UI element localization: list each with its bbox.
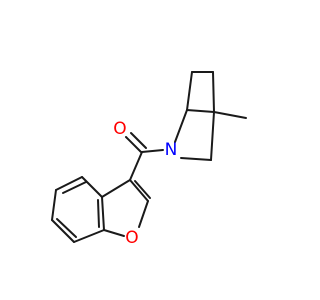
bond — [130, 132, 147, 149]
bond — [210, 111, 215, 161]
bond — [129, 151, 143, 181]
bond — [51, 189, 57, 221]
carbonyl-group — [125, 132, 147, 181]
bond — [186, 109, 215, 113]
bond — [62, 181, 87, 194]
bond — [97, 199, 100, 228]
bond — [134, 180, 151, 199]
bond — [180, 157, 212, 161]
bond — [81, 176, 103, 198]
bond — [141, 149, 164, 153]
bond — [174, 109, 188, 143]
bond — [73, 229, 105, 243]
benzofuran-ring — [51, 176, 151, 243]
bond — [56, 218, 77, 238]
oxygen-atom-label: O — [125, 228, 138, 248]
oxygen-atom-label: O — [113, 119, 126, 139]
bond — [125, 136, 142, 153]
bond — [51, 219, 75, 243]
bond — [55, 176, 83, 191]
bond — [101, 179, 131, 198]
molecule-structure-diagram: O N O — [51, 71, 247, 248]
bond — [138, 200, 149, 228]
bond — [129, 179, 149, 202]
bond — [186, 71, 193, 111]
azabicycle-ring — [141, 71, 247, 161]
bond — [103, 229, 125, 237]
bond — [101, 196, 105, 231]
bond — [213, 111, 247, 119]
bond — [212, 71, 215, 113]
nitrogen-atom-label: N — [165, 140, 178, 160]
